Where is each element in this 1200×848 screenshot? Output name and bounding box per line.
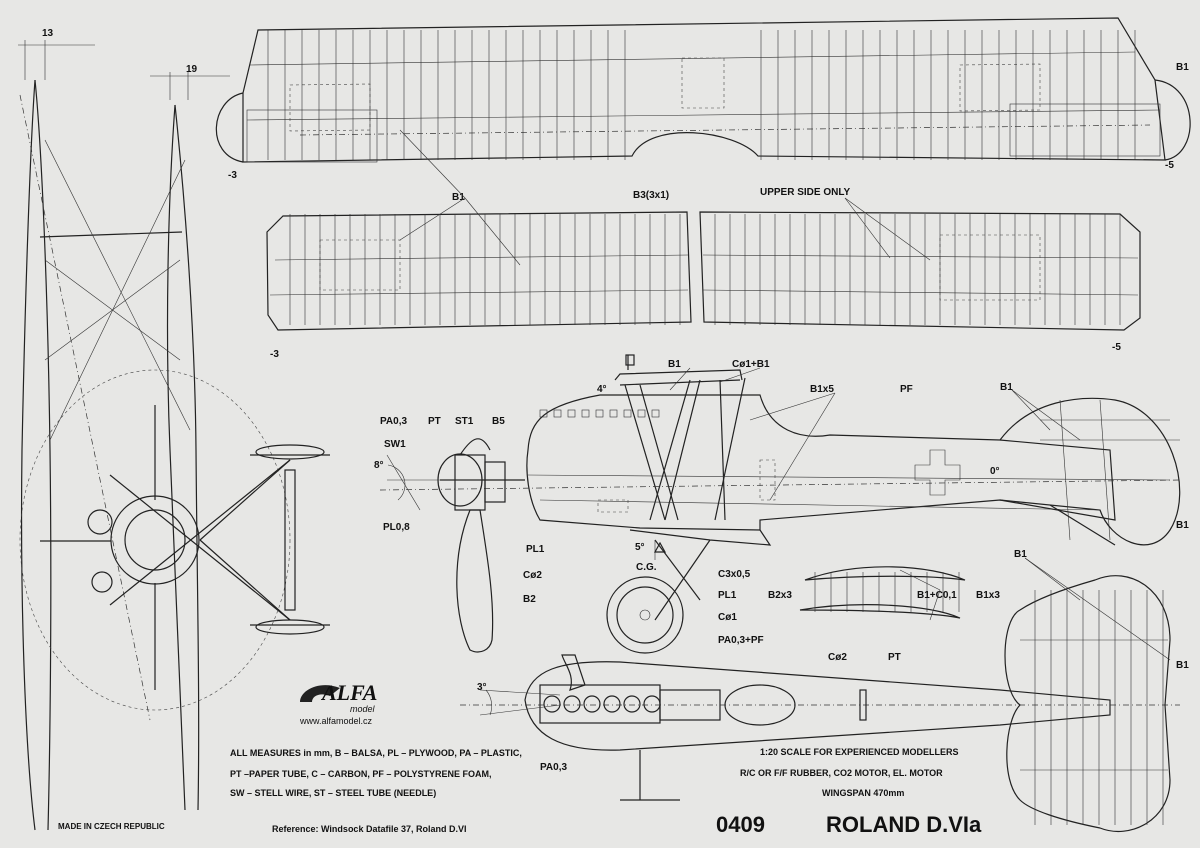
- leader-lines: [399, 129, 1171, 661]
- label-b1-cabane: B1: [668, 359, 681, 370]
- upper-wing-plan: [215, 17, 1191, 163]
- label-b3: B3(3x1): [633, 190, 669, 201]
- label-pl08: PL0,8: [383, 522, 410, 533]
- reference-label: Reference: Windsock Datafile 37, Roland …: [272, 824, 467, 834]
- label-3deg: 3°: [477, 682, 487, 693]
- label-cg: C.G.: [636, 562, 657, 573]
- dim-19-label: 19: [186, 64, 198, 75]
- label-5deg: 5°: [635, 542, 645, 553]
- label-b1-stab-a: B1: [1014, 549, 1027, 560]
- vent-slot: [637, 409, 646, 418]
- label-b1-wing: B1: [452, 192, 465, 203]
- legend-line-2: PT –PAPER TUBE, C – CARBON, PF – POLYSTY…: [230, 769, 492, 779]
- engine-cylinder: [603, 695, 621, 713]
- logo-brand: ALFA: [320, 680, 377, 705]
- dim-13-label: 13: [42, 28, 54, 39]
- label-b2x3: B2x3: [768, 590, 792, 601]
- top-view-fuselage: [460, 575, 1180, 833]
- label-pf: PF: [900, 384, 913, 395]
- made-in-label: MADE IN CZECH REPUBLIC: [58, 822, 165, 831]
- label-pt-top: PT: [888, 652, 901, 663]
- label-b1x5: B1x5: [810, 384, 834, 395]
- label-pt: PT: [428, 416, 441, 427]
- side-view-fuselage: [379, 354, 1181, 654]
- scale-line-2: R/C OR F/F RUBBER, CO2 MOTOR, EL. MOTOR: [740, 768, 943, 778]
- engine-cylinder: [623, 695, 641, 713]
- label-minus5-lower: -5: [1112, 342, 1121, 353]
- label-0deg: 0°: [990, 466, 1000, 477]
- engine-cylinder: [543, 695, 561, 713]
- label-st1: ST1: [455, 416, 474, 427]
- vent-slot: [581, 409, 590, 418]
- label-8deg: 8°: [374, 460, 384, 471]
- nose-propeller-detail: [386, 438, 525, 653]
- logo-sub: model: [350, 704, 376, 714]
- label-sw1: SW1: [384, 439, 406, 450]
- label-minus3-lower: -3: [270, 349, 279, 360]
- vent-slot: [651, 409, 660, 418]
- label-pa03: PA0,3: [380, 416, 407, 427]
- label-c1-b1: Cø1+B1: [732, 359, 770, 370]
- scale-line-1: 1:20 SCALE FOR EXPERIENCED MODELLERS: [760, 747, 959, 757]
- label-minus3-upper: -3: [228, 170, 237, 181]
- vent-slot: [609, 409, 618, 418]
- label-b1-fin: B1: [1000, 382, 1013, 393]
- label-b1-c01: B1+C0,1: [917, 590, 957, 601]
- label-b1-wingtip: B1: [1176, 62, 1189, 73]
- label-4deg: 4°: [597, 384, 607, 395]
- label-pa03-pf: PA0,3+PF: [718, 635, 764, 646]
- label-c1: Cø1: [718, 612, 737, 623]
- vent-slot: [539, 409, 548, 418]
- airfoil-sections: [799, 566, 966, 619]
- label-pa03-top: PA0,3: [540, 762, 567, 773]
- label-c2-top: Cø2: [828, 652, 847, 663]
- vent-slot: [553, 409, 562, 418]
- alfa-logo: ALFA model: [300, 680, 377, 714]
- vent-slot: [595, 409, 604, 418]
- vent-slot: [623, 409, 632, 418]
- label-c3x05: C3x0,5: [718, 569, 751, 580]
- lower-wing-plan: [266, 211, 1141, 331]
- label-minus5-upper: -5: [1165, 160, 1174, 171]
- label-upper-side-only: UPPER SIDE ONLY: [760, 187, 851, 198]
- label-b5: B5: [492, 416, 505, 427]
- engine-cylinder: [643, 695, 661, 713]
- label-b1-rudder: B1: [1176, 520, 1189, 531]
- scale-line-3: WINGSPAN 470mm: [822, 788, 905, 798]
- legend-line-1: ALL MEASURES in mm, B – BALSA, PL – PLYW…: [230, 748, 522, 758]
- vent-slot: [567, 409, 576, 418]
- front-view: [18, 40, 330, 831]
- label-pl1-nose: PL1: [526, 544, 545, 555]
- legend-line-3: SW – STELL WIRE, ST – STEEL TUBE (NEEDLE…: [230, 788, 437, 798]
- label-c2-nose: Cø2: [523, 570, 542, 581]
- label-b2: B2: [523, 594, 536, 605]
- plan-title: ROLAND D.VIa: [826, 812, 982, 837]
- engine-cylinder: [583, 695, 601, 713]
- label-b1x3: B1x3: [976, 590, 1000, 601]
- logo-url: www.alfamodel.cz: [300, 716, 373, 726]
- label-pl1-gear: PL1: [718, 590, 737, 601]
- plan-number: 0409: [716, 812, 765, 837]
- label-b1-stab-b: B1: [1176, 660, 1189, 671]
- engine-cylinder: [563, 695, 581, 713]
